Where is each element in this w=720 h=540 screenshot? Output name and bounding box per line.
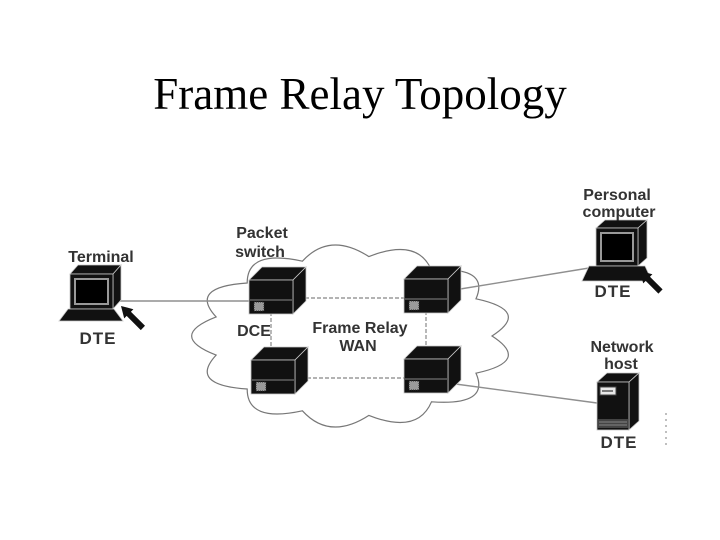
wan-cloud-label-line1: Frame Relay	[312, 320, 407, 337]
link-switch-to-network-host	[447, 382, 598, 404]
network-host-icon	[595, 372, 641, 431]
terminal-dte-label: DTE	[80, 329, 117, 348]
switch-bottom-left	[250, 346, 309, 395]
packet-switch-label-line1: Packet	[236, 225, 288, 242]
wan-cloud-label-line2: WAN	[339, 338, 376, 355]
network-host-label-line1: Network	[590, 339, 653, 356]
dce-label: DCE	[237, 323, 271, 340]
switch-top-right	[403, 265, 462, 314]
personal-computer-label-line2: computer	[583, 204, 656, 221]
pc-pointer-arrow-icon	[640, 271, 663, 294]
personal-computer-label-line1: Personal	[583, 187, 651, 204]
packet-switch-label-line2: switch	[235, 244, 285, 261]
personal-computer-icon	[581, 219, 663, 294]
link-switch-to-personal-computer	[447, 267, 590, 292]
slide-title: Frame Relay Topology	[153, 69, 567, 119]
switch-bottom-right	[403, 345, 462, 394]
network-host-dte-label: DTE	[601, 433, 638, 452]
network-host-label-line2: host	[604, 356, 638, 373]
personal-computer-dte-label: DTE	[595, 282, 632, 301]
packet-switch-dce	[248, 266, 307, 315]
terminal-label: Terminal	[68, 249, 134, 266]
terminal-icon	[58, 263, 145, 331]
terminal-pointer-arrow-icon	[121, 306, 145, 331]
